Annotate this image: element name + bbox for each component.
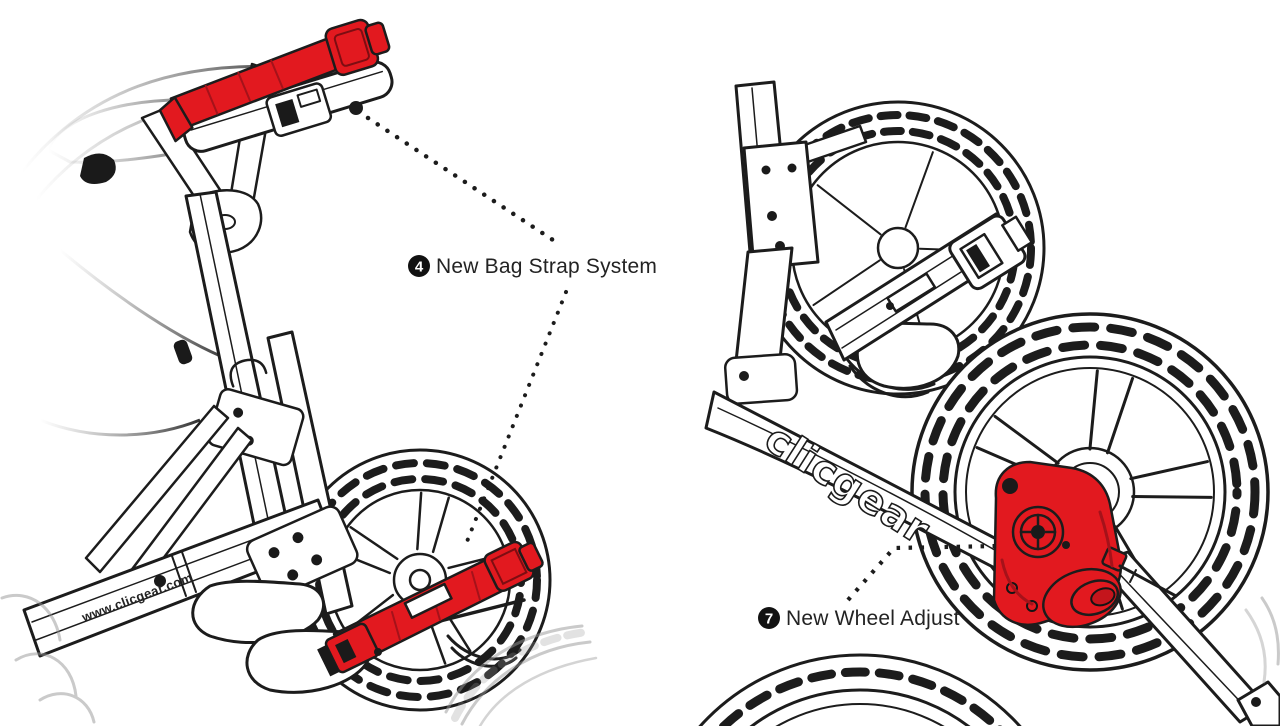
left-leg-tube: [84, 404, 230, 574]
brake-lever: [80, 153, 116, 184]
cradle-loop-1: [191, 579, 325, 644]
upper-bag-strap-assembly: [158, 18, 394, 153]
rear-leg-tube: [1094, 550, 1280, 726]
callout-4-badge: [408, 255, 430, 277]
axle-pin: [1118, 564, 1178, 598]
callout-4-number: 4: [415, 259, 424, 276]
rear-bag-strap-assembly: [824, 212, 1034, 399]
strap-keeper: [403, 582, 453, 619]
upper-strap-buckle: [324, 18, 391, 77]
leader-line-4a: [365, 115, 559, 245]
upper-strap-ratchet: [265, 82, 333, 138]
lower-strap-ratchet: [317, 622, 380, 677]
lower-partial-wheel: [698, 653, 1022, 726]
rear-frame-tubes: [723, 80, 868, 405]
callout-bag-strap: 4 New Bag Strap System: [349, 101, 657, 546]
faded-rear-wheel-left: [0, 593, 96, 724]
left-figure-cart-front: www.clicgear.com: [0, 18, 598, 726]
lower-bag-strap-assembly: [191, 540, 544, 694]
callout-wheel-adjust: 7 New Wheel Adjust: [758, 543, 999, 630]
lower-strap-buckle: [483, 540, 544, 593]
right-figure-rear-wheel: clicgear: [698, 80, 1280, 726]
adjust-cylinder: [1042, 567, 1122, 629]
leader-line-4b: [464, 290, 568, 546]
clamp-lever: [173, 339, 193, 365]
frame-rivet: [154, 575, 166, 587]
callout-4-label: New Bag Strap System: [436, 255, 657, 278]
leader-origin-dot: [349, 101, 363, 115]
callout-7-label: New Wheel Adjust: [786, 607, 960, 630]
callout-7-number: 7: [765, 611, 773, 628]
faded-wheel-arc: [444, 624, 598, 726]
rear-strap-buckle: [948, 214, 1034, 291]
callout-7-badge: [758, 607, 780, 629]
wheel-adjust-mechanism-red: [992, 460, 1178, 629]
bracket-plate: [245, 505, 359, 599]
